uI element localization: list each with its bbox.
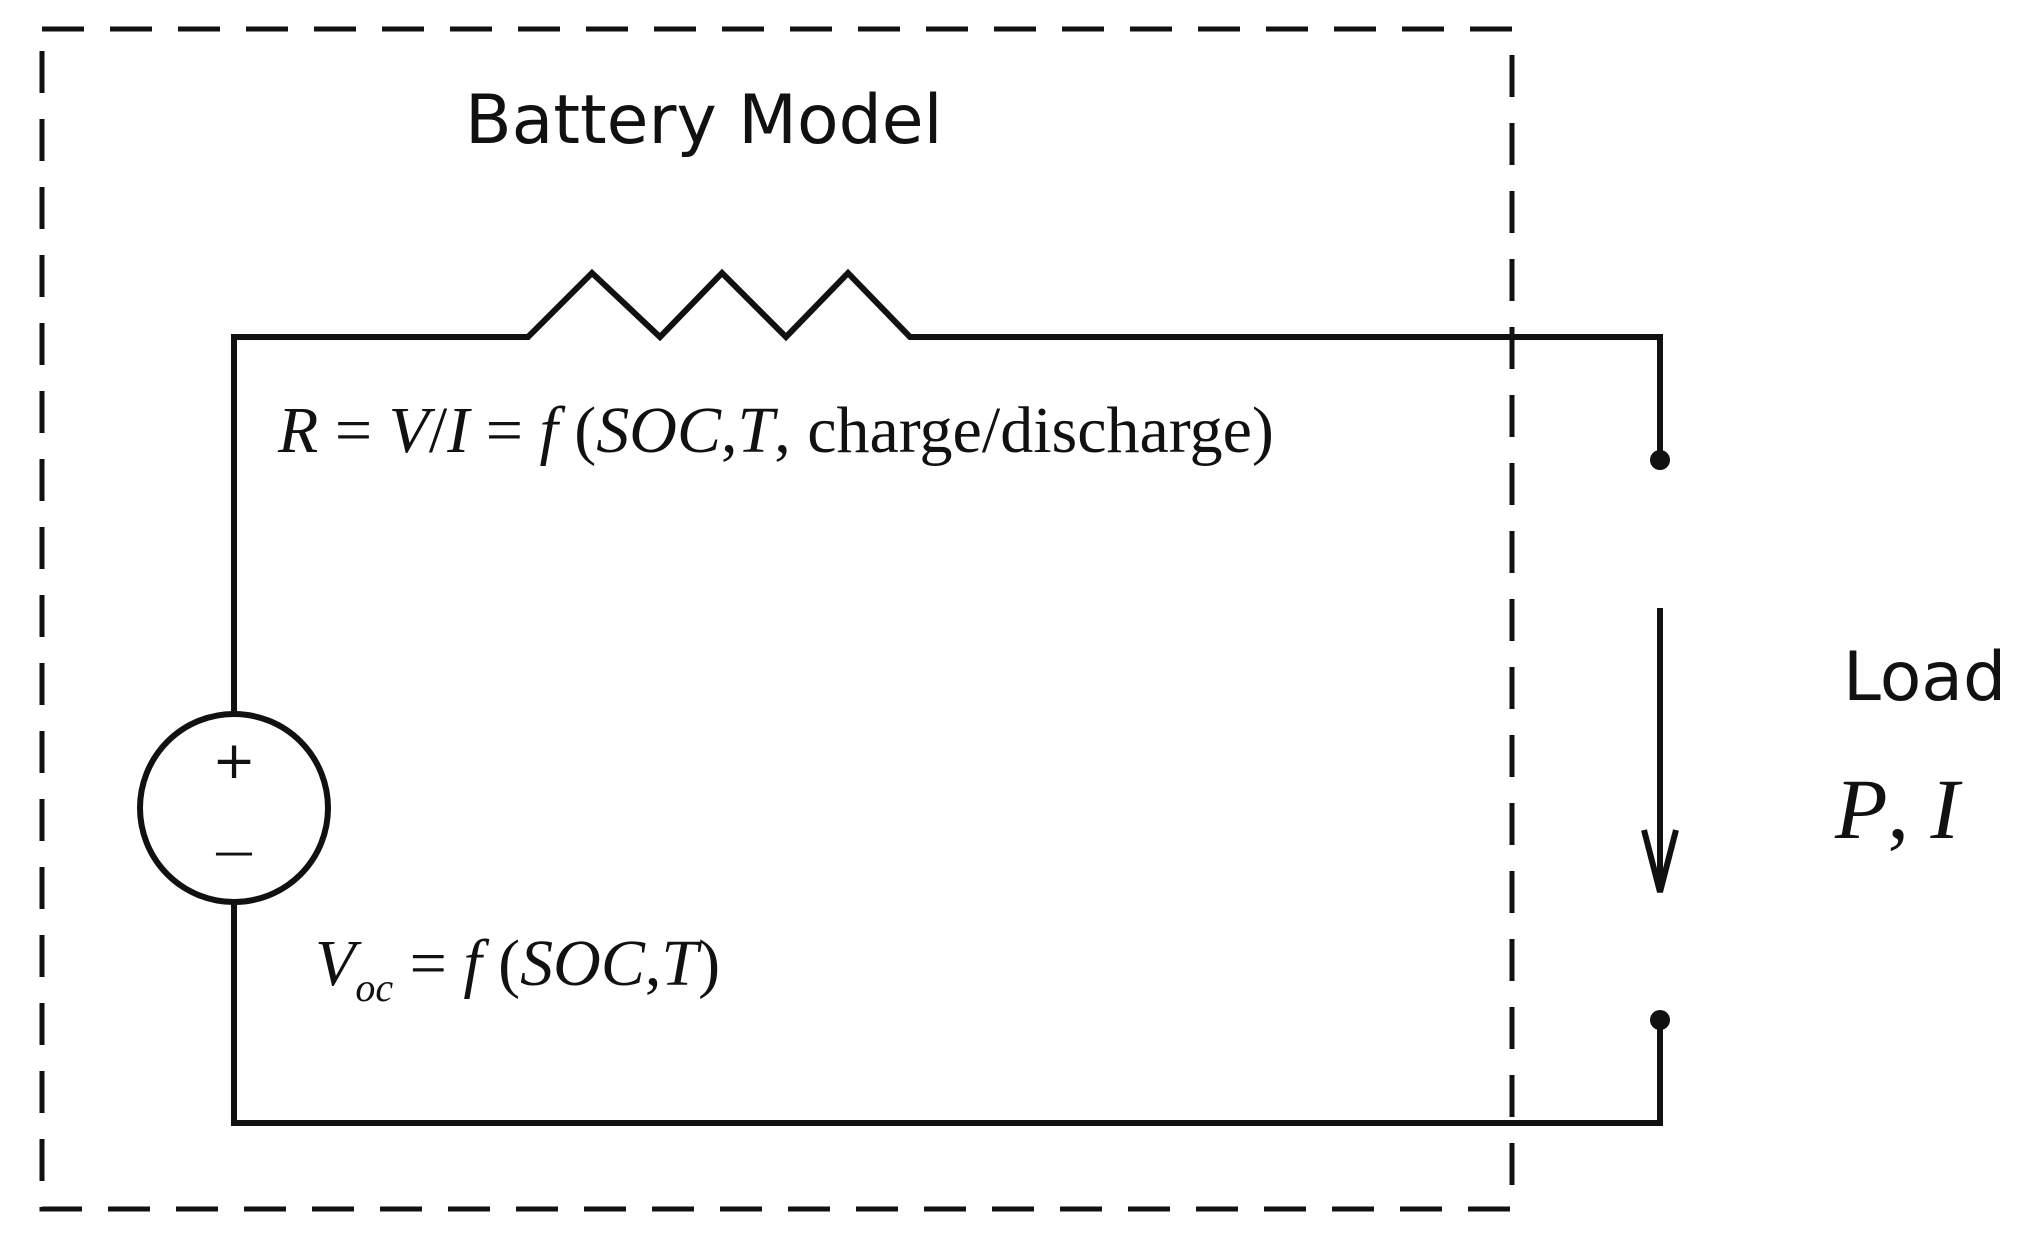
top-wire-with-resistor bbox=[231, 268, 1663, 720]
voltage-source-circle bbox=[137, 711, 331, 905]
equals-sign: = bbox=[393, 927, 463, 1000]
close-paren: ) bbox=[698, 927, 720, 1000]
voltage-symbol: V bbox=[389, 394, 436, 467]
equals-sign: = bbox=[318, 394, 388, 467]
load-label: Load bbox=[1843, 638, 2006, 717]
source-plus-sign: + bbox=[212, 731, 256, 791]
bottom-wire bbox=[231, 897, 1663, 1126]
load-terminal-bottom bbox=[1650, 1010, 1670, 1030]
source-minus-sign: — bbox=[214, 829, 254, 875]
comma: , bbox=[721, 394, 738, 467]
current-symbol: I bbox=[446, 394, 472, 467]
close-paren: ) bbox=[1252, 394, 1274, 467]
load-current-arrow bbox=[1641, 608, 1679, 893]
power-symbol: P bbox=[1834, 761, 1888, 857]
battery-model-title: Battery Model bbox=[465, 81, 942, 160]
comma: , bbox=[645, 927, 662, 1000]
soc-symbol: SOC bbox=[520, 927, 646, 1000]
comma: , bbox=[774, 394, 807, 467]
comma: , bbox=[1888, 761, 1931, 857]
temperature-symbol: T bbox=[737, 394, 778, 467]
temperature-symbol: T bbox=[661, 927, 702, 1000]
voltage-symbol: V bbox=[315, 927, 362, 1000]
soc-symbol: SOC bbox=[596, 394, 722, 467]
voltage-subscript: oc bbox=[355, 965, 393, 1010]
load-variables: P, I bbox=[1834, 761, 1963, 857]
current-symbol: I bbox=[1930, 761, 1963, 857]
resistance-equation: R = V/I = f (SOC,T, charge/discharge) bbox=[277, 394, 1274, 467]
battery-model-boundary bbox=[39, 26, 1515, 1212]
open-paren: ( bbox=[482, 927, 520, 1000]
mode-text: charge/discharge bbox=[807, 394, 1252, 467]
open-paren: ( bbox=[558, 394, 596, 467]
resistance-symbol: R bbox=[277, 394, 318, 467]
equals-sign: = bbox=[469, 394, 539, 467]
voltage-source: + — bbox=[137, 711, 331, 905]
load-terminal-top bbox=[1650, 450, 1670, 470]
voltage-equation: Voc = f (SOC,T) bbox=[315, 927, 720, 1010]
division-slash: / bbox=[429, 394, 448, 467]
